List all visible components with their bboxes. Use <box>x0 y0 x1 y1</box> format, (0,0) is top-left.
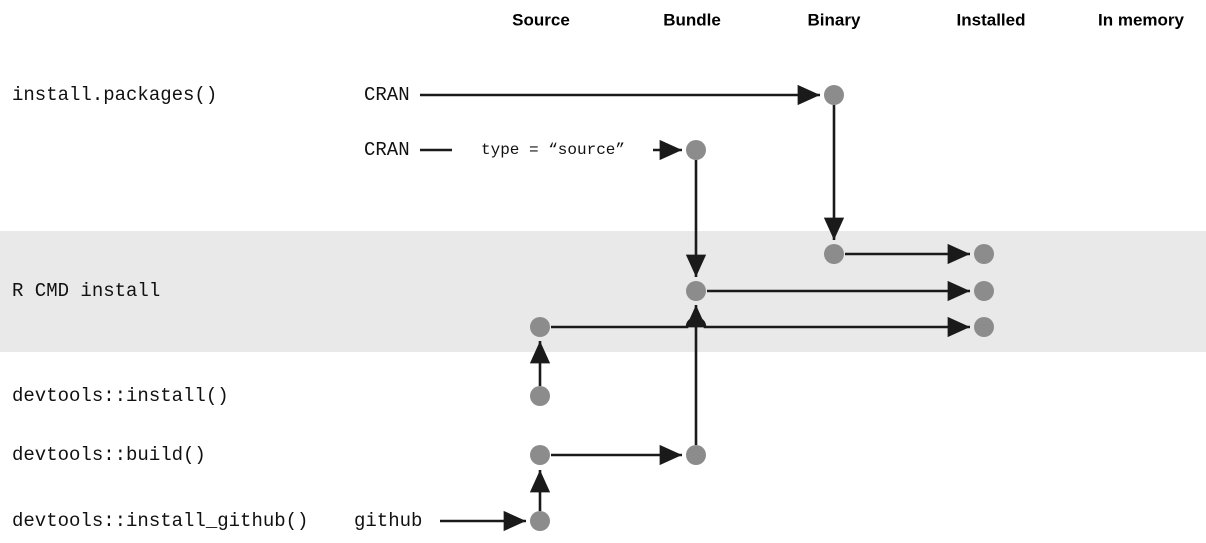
source-label-cran-2: CRAN <box>364 139 410 161</box>
column-header-bundle: Bundle <box>663 10 721 29</box>
node-bundle-cmd-install <box>686 281 706 301</box>
column-header-binary: Binary <box>808 10 861 29</box>
row-labels: install.packages() R CMD install devtool… <box>12 84 308 532</box>
row-label-install-packages: install.packages() <box>12 84 217 106</box>
row-label-devtools-install: devtools::install() <box>12 385 229 407</box>
source-label-github: github <box>354 510 422 532</box>
column-header-installed: Installed <box>957 10 1026 29</box>
column-headers: Source Bundle Binary Installed In memory <box>512 10 1184 29</box>
node-installed-from-binary <box>974 244 994 264</box>
row-label-devtools-install-github: devtools::install_github() <box>12 510 308 532</box>
row-label-r-cmd-install: R CMD install <box>12 280 160 302</box>
column-header-inmemory: In memory <box>1098 10 1185 29</box>
node-binary-cmd-install <box>824 244 844 264</box>
column-header-source: Source <box>512 10 570 29</box>
node-source-cmd-install <box>530 317 550 337</box>
edges-layer: Bundle --> <box>420 84 970 532</box>
r-cmd-install-band <box>0 231 1206 352</box>
row-label-devtools-build: devtools::build() <box>12 444 206 466</box>
source-label-cran-1: CRAN <box>364 84 410 106</box>
node-source-devtools-build <box>530 445 550 465</box>
node-binary-install-packages <box>824 85 844 105</box>
edge-labels: type = “source” <box>481 141 625 159</box>
node-bundle-cran-source <box>686 140 706 160</box>
node-bundle-devtools-build <box>686 445 706 465</box>
node-installed-from-source <box>974 317 994 337</box>
edge-label-type-source: type = “source” <box>481 141 625 159</box>
source-labels: CRAN CRAN github <box>354 84 422 532</box>
node-source-devtools-install <box>530 386 550 406</box>
node-installed-from-bundle <box>974 281 994 301</box>
nodes-layer <box>530 85 994 531</box>
node-source-install-github <box>530 511 550 531</box>
